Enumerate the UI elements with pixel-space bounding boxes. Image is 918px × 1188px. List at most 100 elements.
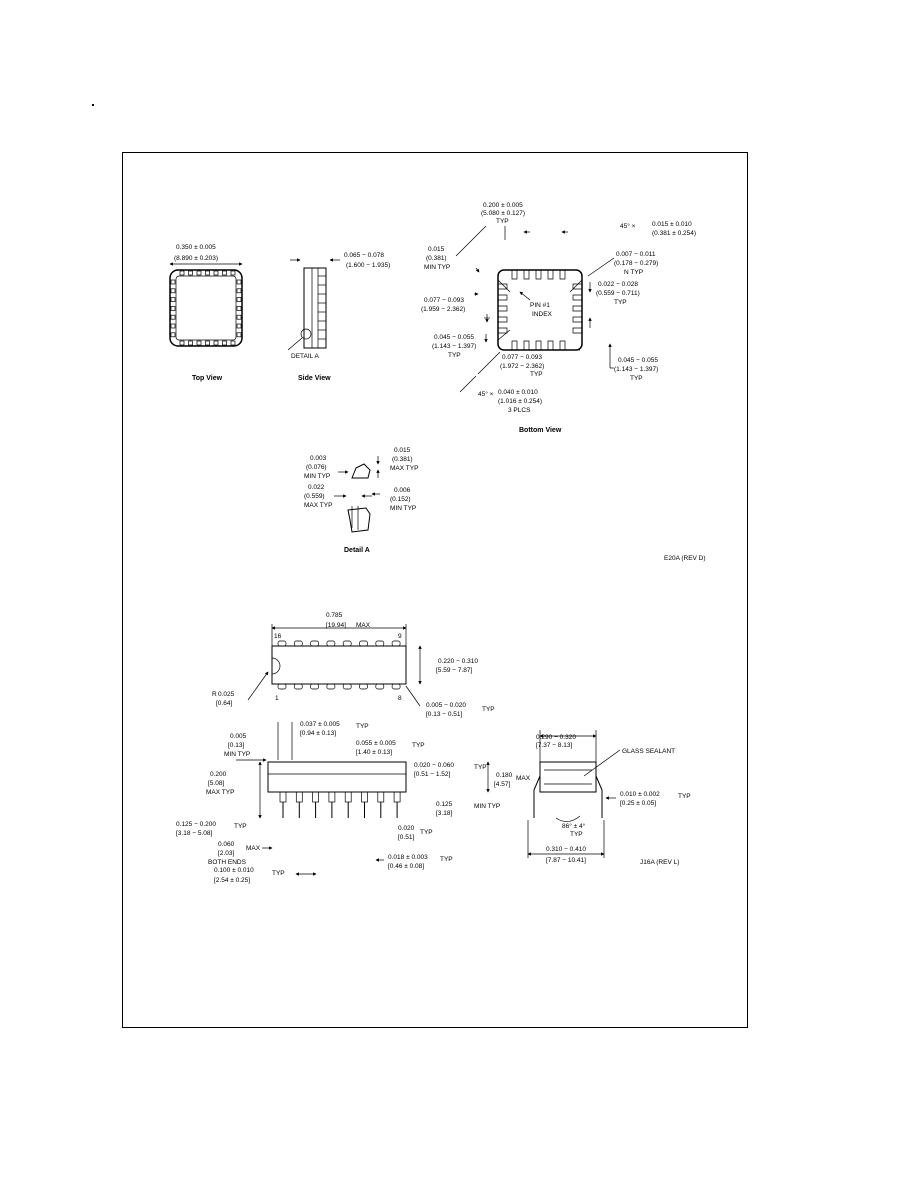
pad xyxy=(511,270,518,280)
dip-pin-top xyxy=(359,640,368,647)
det-tl-dim-2: (0.076) xyxy=(306,464,327,471)
dip-pin-top xyxy=(293,640,303,647)
pad xyxy=(547,270,554,280)
pad xyxy=(559,340,566,350)
bot-bottom-dim-4: 3 PLCS xyxy=(508,407,531,414)
side-view: 0.065 − 0.078 (1.600 − 1.935) DETAIL A S… xyxy=(287,252,390,382)
pint-dim-2: [0.51] xyxy=(398,834,414,841)
bot-right2-dim-3: TYP xyxy=(614,299,627,306)
endgap-dim-1: 0.005 − 0.020 xyxy=(426,702,466,709)
bottom-view-label: Bottom View xyxy=(519,427,562,434)
dip-pin-shoulder xyxy=(279,791,287,803)
bot-right1-dim-3: N TYP xyxy=(624,269,643,276)
leadt-dim-3: TYP xyxy=(678,793,691,800)
leftmin-dim-3: MIN TYP xyxy=(224,751,250,758)
leadw-dim-1: 0.020 − 0.060 xyxy=(414,762,454,769)
pad xyxy=(572,327,582,334)
bot-bottom-dim-1: 45° × xyxy=(478,390,494,398)
castellation xyxy=(205,340,210,346)
det-tr-dim-2: (0.381) xyxy=(392,456,413,463)
castellation xyxy=(236,297,242,302)
leftmin-dim-1: 0.005 xyxy=(230,733,247,740)
dip-bodyw-dim-2: [5.59 − 7.87] xyxy=(436,667,473,674)
castellation xyxy=(170,297,176,302)
pint-dim-3: TYP xyxy=(420,829,433,836)
top-width-dim-1: 0.350 ± 0.005 xyxy=(176,244,216,251)
notch-dim-2: [0.64] xyxy=(216,700,232,707)
bot-lowleft-dim-3: TYP xyxy=(448,352,461,359)
pitch-dim-2: [2.54 ± 0.25] xyxy=(214,877,250,884)
castellation xyxy=(222,270,227,276)
pad xyxy=(572,305,582,312)
bot-top-dim-3: TYP xyxy=(496,218,509,225)
castellation xyxy=(188,340,193,346)
dip-pin-shoulder xyxy=(328,791,336,803)
castellation xyxy=(213,340,219,346)
bot-chamfer-dim-1: 45° × xyxy=(620,222,636,230)
leadw-dim-3: TYP xyxy=(474,764,487,771)
roww-dim-1: 0.290 − 0.320 xyxy=(536,734,576,741)
bot-lowright-dim-1: 0.045 − 0.055 xyxy=(618,357,658,364)
pad xyxy=(498,294,508,301)
dip-pin-bottom xyxy=(342,683,352,690)
castellation xyxy=(236,279,242,285)
roww-dim-2: [7.37 − 8.13] xyxy=(536,742,573,749)
bot-right2-dim-2: (0.559 − 0.711) xyxy=(596,290,640,297)
castellation xyxy=(230,270,236,276)
bot-right1-dim-2: (0.178 − 0.279) xyxy=(614,260,658,267)
standoff-dim-3: TYP xyxy=(234,823,247,830)
standoff-dim-2: [3.18 − 5.08] xyxy=(176,830,213,837)
pad xyxy=(498,283,508,290)
pad xyxy=(523,270,530,280)
dip-len-dim-1: 0.785 xyxy=(326,612,343,619)
det-ml-dim-2: (0.559) xyxy=(304,493,325,500)
castellation xyxy=(170,323,176,329)
shoulder2-dim-1: 0.055 ± 0.005 xyxy=(356,740,396,747)
side-height-dim-1: 0.065 − 0.078 xyxy=(344,252,384,259)
leadmin-dim-3: MIN TYP xyxy=(474,803,500,810)
det-mr-dim-2: (0.152) xyxy=(390,496,411,503)
pitch-dim-1: 0.100 ± 0.010 xyxy=(214,867,254,874)
bot-midleft-dim-2: (1.959 − 2.362) xyxy=(421,306,465,313)
castellation xyxy=(196,340,202,346)
castellation xyxy=(196,270,202,276)
pad xyxy=(498,316,508,323)
page-dot xyxy=(92,104,94,106)
endgap-dim-3: TYP xyxy=(482,706,495,713)
bot-chamfer-dim-3: (0.381 ± 0.254) xyxy=(652,230,696,237)
pin1-line2: INDEX xyxy=(532,311,553,318)
castellation xyxy=(236,332,242,338)
leaddia-dim-2: [0.46 ± 0.08] xyxy=(388,863,424,870)
span-dim-1: 0.310 − 0.410 xyxy=(546,846,586,853)
height-dim-1: 0.200 xyxy=(210,771,227,778)
dip-pin-top xyxy=(277,640,287,647)
detail-label: Detail A xyxy=(344,547,370,554)
det-ml-dim-3: MAX TYP xyxy=(304,502,332,509)
endlead-dim-3: MAX xyxy=(246,845,261,852)
dip-len-dim-2: [19.94] xyxy=(326,622,346,629)
side-view-label: Side View xyxy=(298,375,331,382)
pin-label-16: 16 xyxy=(274,633,282,640)
pad xyxy=(523,340,530,350)
castellation xyxy=(236,306,242,311)
pitch-dim-3: TYP xyxy=(272,870,285,877)
pad xyxy=(572,283,582,290)
dip-end-view: 0.290 − 0.320 [7.37 − 8.13] GLASS SEALAN… xyxy=(527,730,691,864)
shoulder2-dim-2: [1.40 ± 0.13] xyxy=(356,749,392,756)
top-view-label: Top View xyxy=(192,375,223,382)
top-view: 0.350 ± 0.005 (8.890 ± 0.203) Top View xyxy=(169,244,243,382)
notch-dim-1: 0.025 xyxy=(218,691,235,698)
det-tr-dim-3: MAX TYP xyxy=(390,465,418,472)
castellation xyxy=(213,270,219,276)
dip-pin-shoulder xyxy=(295,791,303,803)
castellation xyxy=(170,288,176,294)
detail-a: 0.003 (0.076) MIN TYP 0.022 (0.559) MAX … xyxy=(304,447,418,554)
pad xyxy=(572,294,582,301)
figure1-code: E20A (REV D) xyxy=(664,555,706,562)
pin1-line1: PIN #1 xyxy=(530,302,550,309)
leadw-dim-2: [0.51 − 1.52] xyxy=(414,771,451,778)
dip-pin-top xyxy=(375,640,385,647)
pad xyxy=(559,270,566,280)
bot-top-dim-2: (5.080 ± 0.127) xyxy=(481,210,525,217)
angle-dim-2: TYP xyxy=(570,831,583,838)
